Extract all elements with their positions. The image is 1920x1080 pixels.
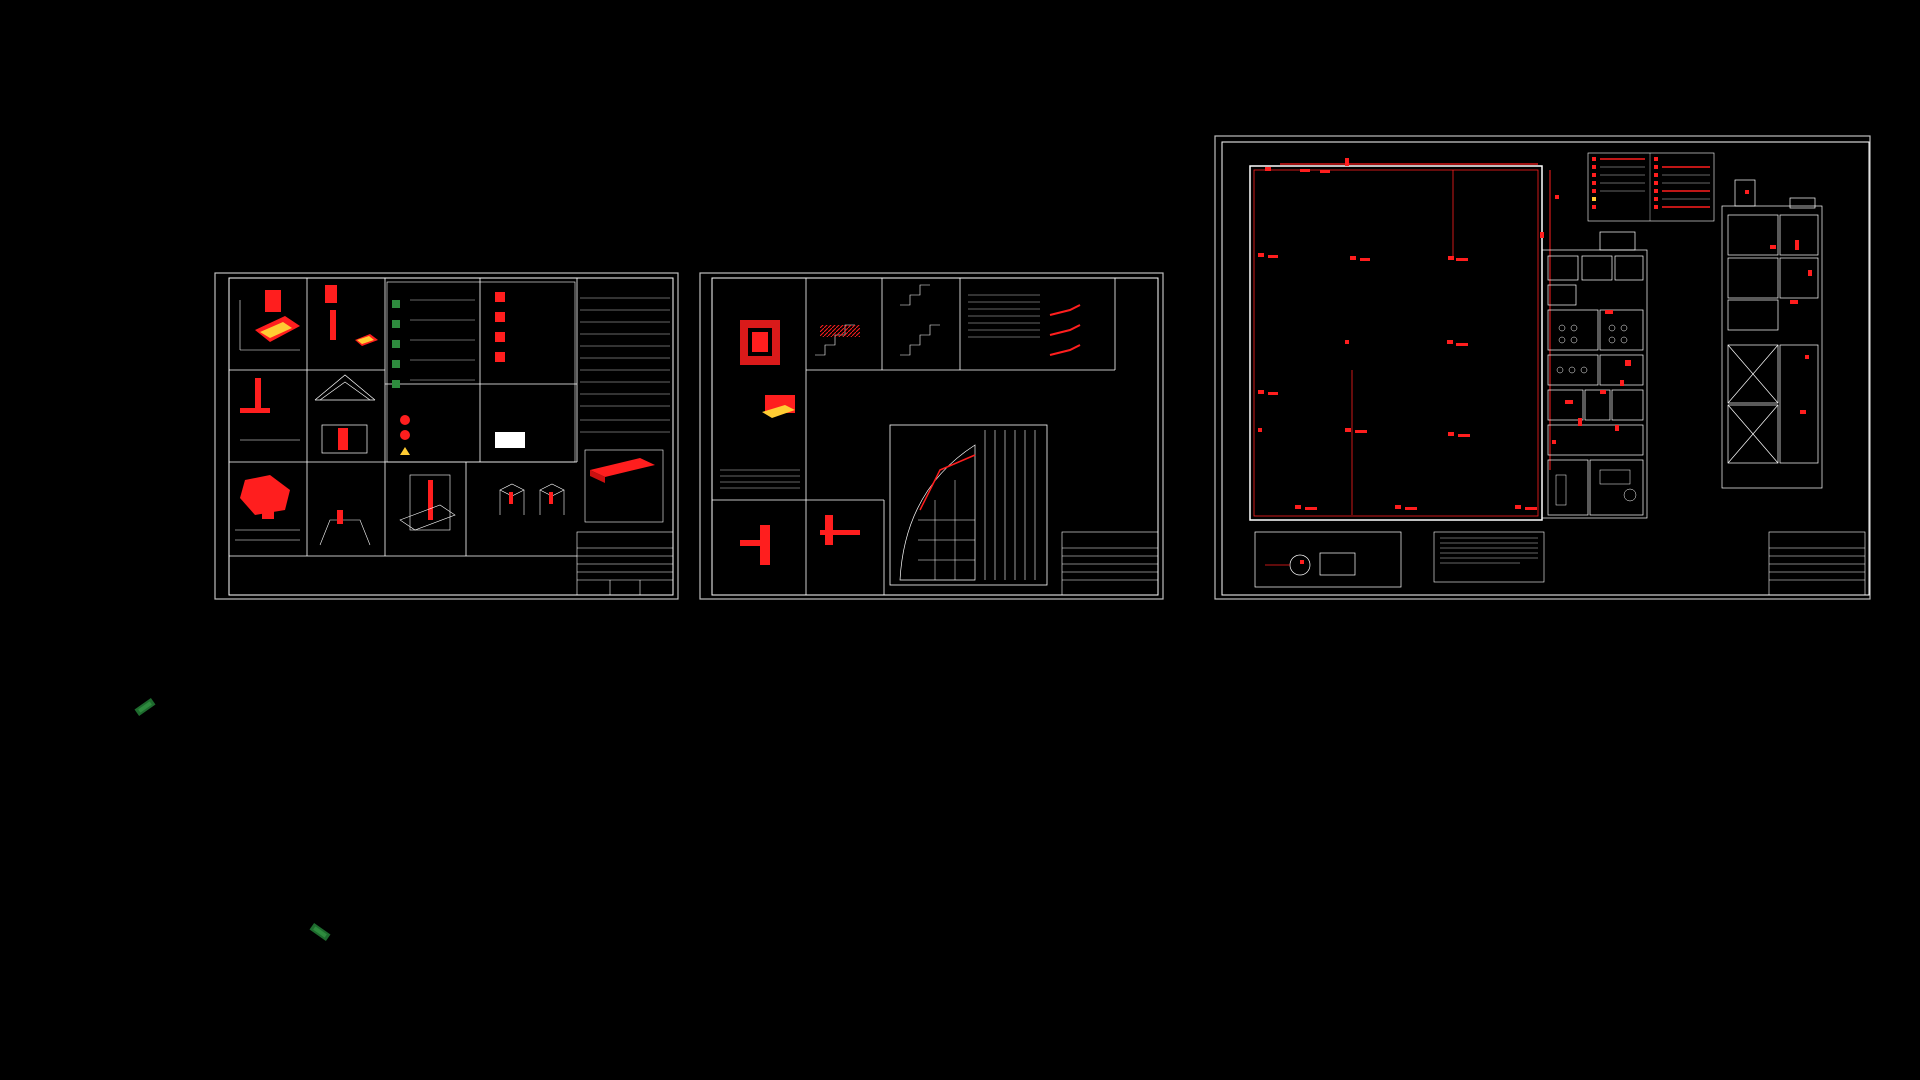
detail-roof-section bbox=[314, 374, 376, 454]
warehouse-device-markers bbox=[1258, 158, 1537, 510]
detail-iso-beam bbox=[584, 449, 664, 523]
sheet-1-title-block bbox=[576, 531, 674, 596]
sheet-2-notes-text bbox=[720, 294, 1040, 489]
office-wing-plan bbox=[1541, 231, 1648, 519]
sheet-2-title-block bbox=[1061, 531, 1159, 596]
detail-callout-panel bbox=[1254, 531, 1402, 588]
detail-pipe-riser bbox=[240, 378, 300, 441]
detail-fire-cabinet-iso bbox=[239, 285, 378, 351]
drawing-sheet-3[interactable] bbox=[1214, 135, 1871, 600]
office-furniture-glyphs bbox=[1555, 324, 1637, 506]
detail-pipe-assembly bbox=[740, 515, 860, 565]
drawing-sheet-2[interactable] bbox=[699, 272, 1164, 600]
warehouse-floor-plan bbox=[1249, 163, 1551, 521]
site-plan-viewport bbox=[889, 424, 1048, 586]
second-floor-red-markers bbox=[1745, 190, 1812, 414]
sheet-1-legend-table bbox=[386, 281, 670, 463]
detail-hose-reel bbox=[235, 475, 300, 541]
drawing-sheet-1[interactable] bbox=[214, 272, 679, 600]
second-floor-plan bbox=[1721, 179, 1823, 489]
general-notes-block bbox=[1433, 531, 1545, 583]
sheet-2-panel-grid bbox=[712, 278, 1116, 595]
detail-stair-red-sections bbox=[1049, 304, 1081, 356]
green-marker-icon[interactable] bbox=[309, 922, 331, 942]
sheet-3-legend-table bbox=[1587, 152, 1715, 222]
sheet-3-title-block bbox=[1768, 531, 1866, 596]
detail-extinguisher-mount bbox=[319, 474, 456, 546]
green-marker-icon[interactable] bbox=[134, 697, 156, 717]
detail-column-iso bbox=[499, 483, 565, 515]
detail-stair-sections bbox=[815, 284, 940, 356]
detail-hydrant-box bbox=[740, 320, 795, 418]
office-red-markers bbox=[1540, 195, 1631, 444]
